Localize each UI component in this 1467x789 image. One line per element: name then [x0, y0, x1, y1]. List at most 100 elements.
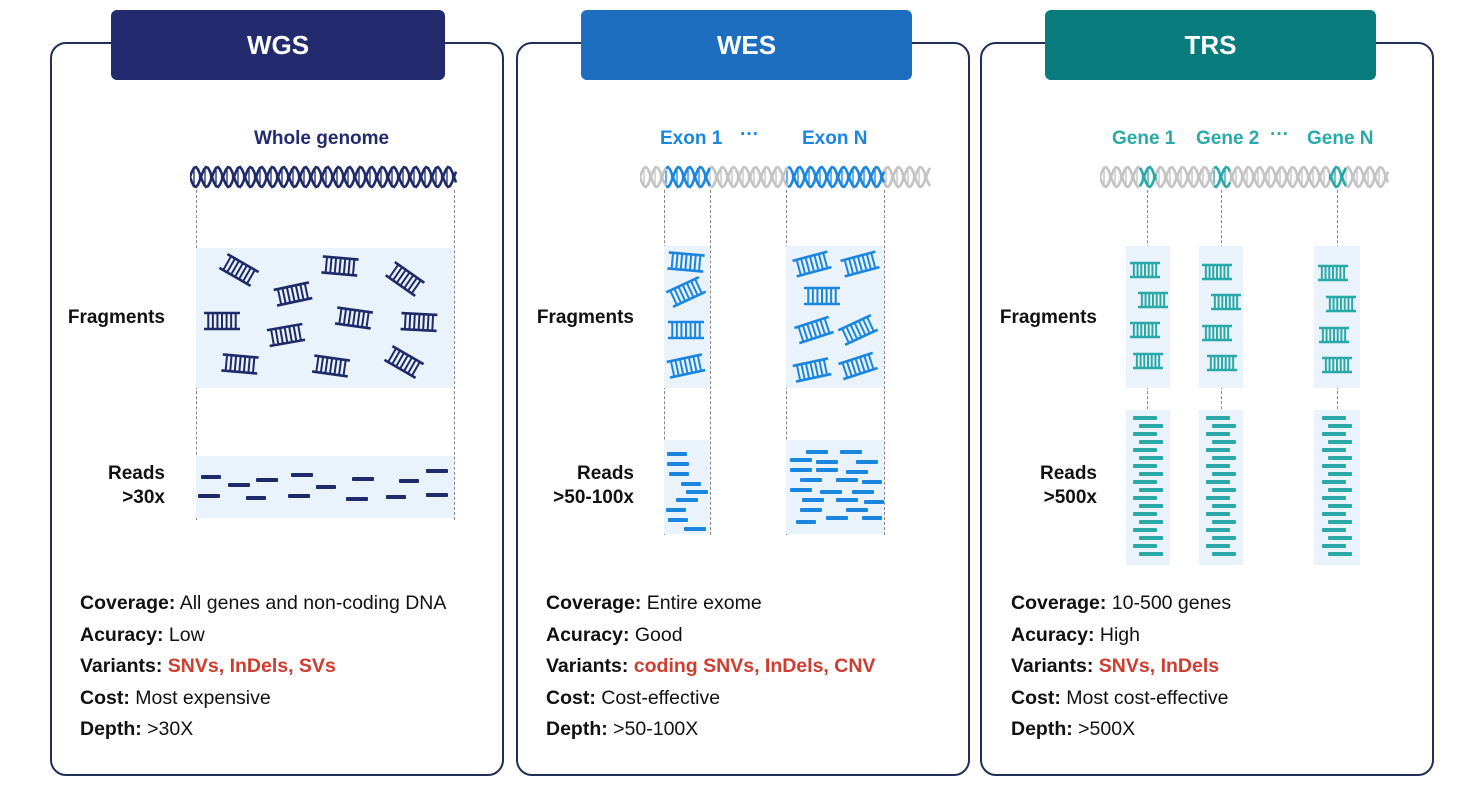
sequencing-read [1206, 496, 1230, 500]
sequencing-read [1328, 488, 1352, 492]
sequencing-read [352, 477, 374, 481]
exon-ellipsis: ··· [740, 124, 759, 145]
sequencing-read [386, 495, 406, 499]
sequencing-read [316, 485, 336, 489]
dna-fragment-icon [1326, 295, 1356, 313]
dna-fragment-icon [667, 251, 705, 273]
sequencing-read [201, 475, 221, 479]
trs-reads-label-line2: >500x [1043, 487, 1097, 508]
sequencing-read [1139, 424, 1163, 428]
wgs-fragments-label: Fragments [67, 307, 165, 328]
sequencing-read [1328, 424, 1352, 428]
sequencing-read [1322, 512, 1346, 516]
gene-ellipsis: ··· [1270, 124, 1289, 145]
sequencing-read [1139, 456, 1163, 460]
sequencing-read [1322, 496, 1346, 500]
wes-title: WES [581, 10, 912, 80]
sequencing-read [666, 508, 686, 512]
helix-strand [882, 165, 932, 189]
wgs-guide-right [454, 190, 455, 520]
dna-fragment-icon [266, 322, 306, 348]
sequencing-read [862, 516, 882, 520]
sequencing-read [676, 498, 698, 502]
dna-fragment-icon [837, 313, 879, 347]
sequencing-read [836, 478, 858, 482]
dna-fragment-icon [311, 354, 351, 378]
helix-strand [709, 165, 789, 189]
wes-accuracy: Acuracy: Good [546, 623, 683, 646]
sequencing-read [864, 500, 884, 504]
target-helix [1100, 165, 1390, 189]
sequencing-read [291, 473, 313, 477]
helix-strand [665, 165, 712, 189]
dna-fragment-icon [218, 252, 260, 288]
sequencing-read [288, 494, 310, 498]
sequencing-read [1328, 520, 1352, 524]
sequencing-read [1212, 424, 1236, 428]
exon-n-label: Exon N [802, 128, 868, 149]
sequencing-read [1139, 472, 1163, 476]
wgs-depth: Depth: >30X [80, 718, 194, 740]
exon-1-label: Exon 1 [660, 128, 723, 149]
sequencing-read [820, 490, 842, 494]
sequencing-read [1212, 440, 1236, 444]
sequencing-read [1212, 488, 1236, 492]
sequencing-read [1133, 512, 1157, 516]
gene-n-label: Gene N [1307, 128, 1374, 149]
dna-fragment-icon [273, 281, 313, 307]
sequencing-read [1139, 552, 1163, 556]
dna-fragment-icon [804, 286, 840, 306]
sequencing-read [840, 450, 862, 454]
trs-variants: Variants: SNVs, InDels [1011, 655, 1220, 677]
sequencing-read [669, 472, 689, 476]
sequencing-read [1328, 472, 1352, 476]
trs-coverage: Coverage: 10-500 genes [1011, 592, 1232, 614]
sequencing-read [856, 460, 878, 464]
helix-strand [709, 165, 789, 189]
sequencing-read [1328, 456, 1352, 460]
sequencing-read [1133, 464, 1157, 468]
dna-fragment-icon [1133, 352, 1163, 370]
helix-strand [190, 165, 458, 189]
trs-reads-label-line1: Reads [1039, 463, 1097, 484]
dna-fragment-icon [384, 261, 426, 297]
sequencing-read [667, 452, 687, 456]
dna-fragment-icon [1138, 291, 1168, 309]
sequencing-read [1206, 416, 1230, 420]
sequencing-read [1206, 432, 1230, 436]
wes-reads-label: Reads >50-100x [520, 462, 634, 510]
sequencing-read [806, 450, 828, 454]
sequencing-read [826, 516, 848, 520]
sequencing-read [426, 493, 448, 497]
wgs-reads-label-line2: >30x [122, 487, 165, 508]
wes-variants: Variants: coding SNVs, InDels, CNV [546, 655, 876, 677]
sequencing-read [1322, 528, 1346, 532]
trs-accuracy: Acuracy: High [1011, 623, 1140, 646]
wgs-cost: Cost: Most expensive [80, 686, 271, 709]
trs-reads-label: Reads >500x [984, 462, 1097, 510]
sequencing-read [1328, 536, 1352, 540]
sequencing-read [1206, 480, 1230, 484]
dna-fragment-icon [838, 351, 878, 381]
sequencing-read [846, 508, 868, 512]
dna-fragment-icon [666, 353, 706, 379]
sequencing-read [1328, 552, 1352, 556]
sequencing-read [228, 483, 250, 487]
dna-fragment-icon [221, 353, 259, 375]
sequencing-read [1133, 544, 1157, 548]
sequencing-read [1206, 512, 1230, 516]
wes-reads-label-line1: Reads [576, 463, 634, 484]
whole-genome-helix [190, 165, 458, 189]
sequencing-read [1133, 432, 1157, 436]
helix-strand [1213, 165, 1232, 189]
sequencing-read [852, 490, 874, 494]
helix-strand [787, 165, 886, 189]
sequencing-read [1139, 536, 1163, 540]
sequencing-read [198, 494, 220, 498]
dna-fragment-icon [794, 315, 834, 345]
sequencing-read [1212, 552, 1236, 556]
dna-fragment-icon [334, 306, 374, 330]
sequencing-read [426, 469, 448, 473]
wgs-coverage: Coverage: All genes and non-coding DNA [80, 592, 447, 614]
sequencing-read [800, 508, 822, 512]
